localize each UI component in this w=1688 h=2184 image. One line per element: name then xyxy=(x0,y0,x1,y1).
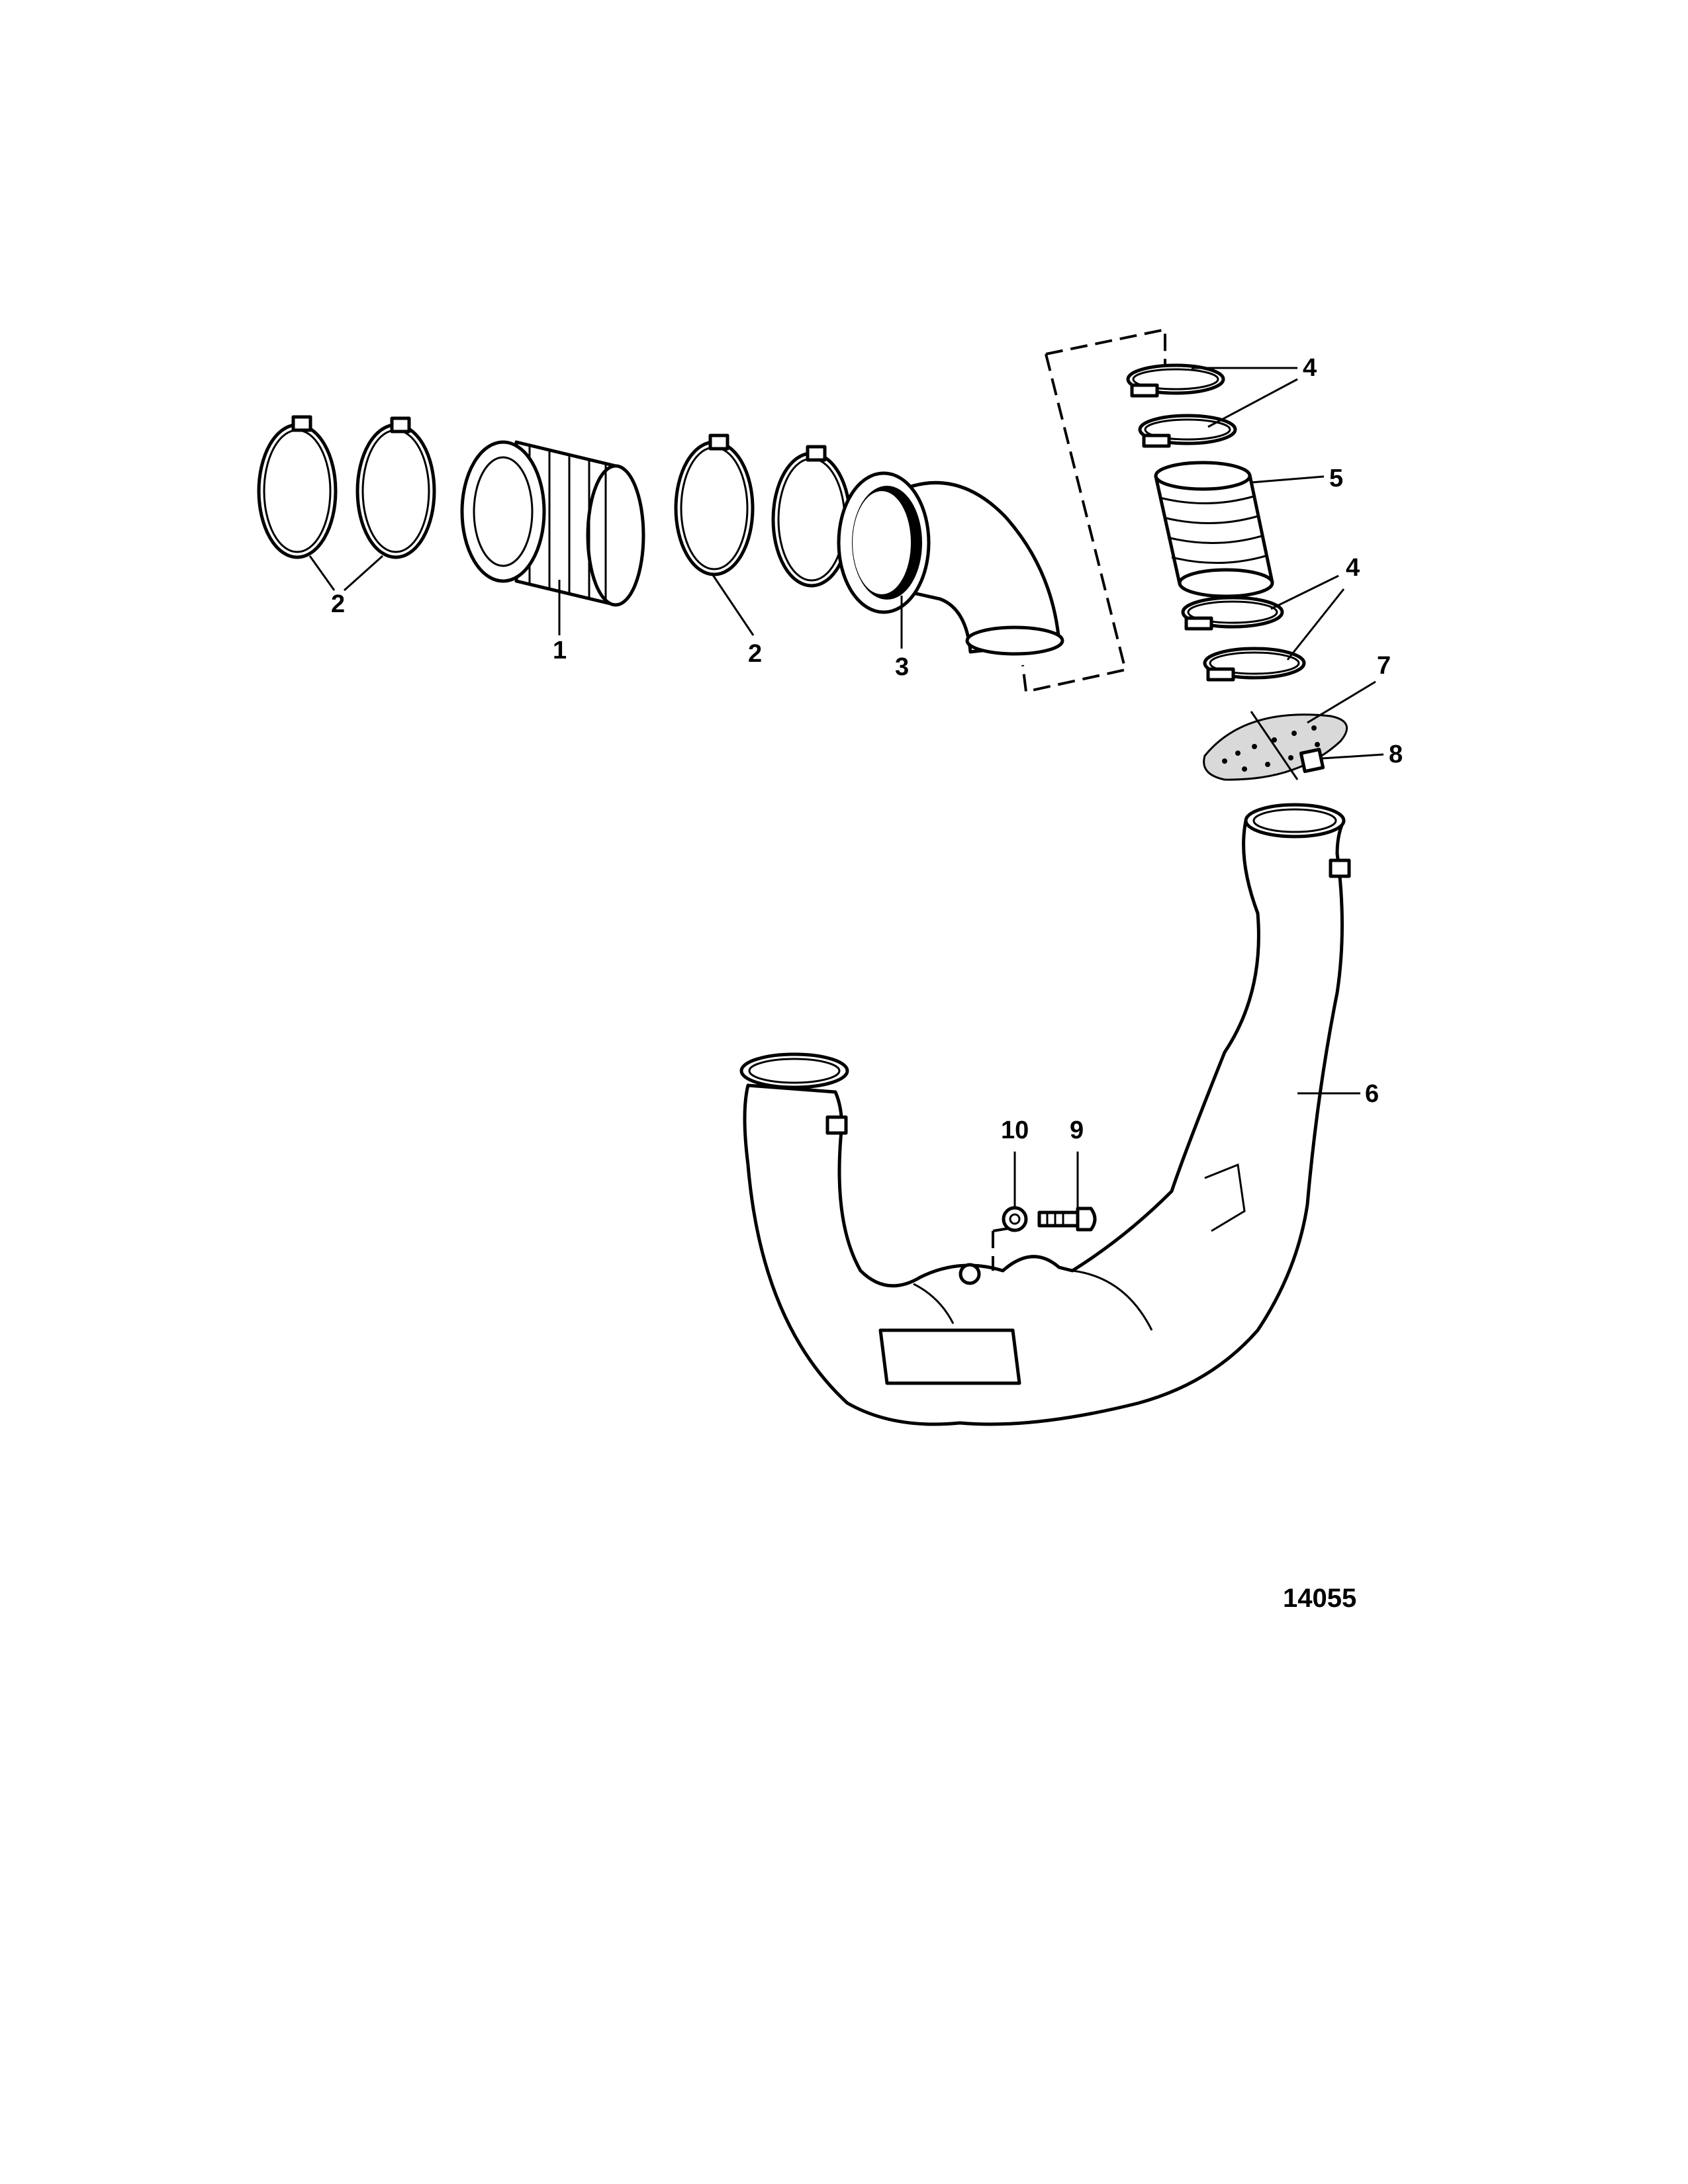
callout-4a: 4 xyxy=(1303,354,1317,382)
leader-lines xyxy=(308,367,1384,1219)
callout-4b: 4 xyxy=(1346,554,1360,582)
figure-number: 14055 xyxy=(1283,1584,1356,1613)
exhaust-y-pipe xyxy=(739,803,1351,1426)
callout-3: 3 xyxy=(895,653,909,681)
callout-10: 10 xyxy=(1001,1116,1029,1144)
callout-1: 1 xyxy=(553,637,567,664)
hose-clamp-1 xyxy=(257,415,338,559)
alternate-parts-bracket xyxy=(1021,328,1166,694)
callout-6: 6 xyxy=(1365,1080,1379,1108)
callout-5: 5 xyxy=(1329,465,1343,492)
callout-8: 8 xyxy=(1389,741,1403,768)
callout-9: 9 xyxy=(1070,1116,1084,1144)
exhaust-elbow xyxy=(837,471,1064,656)
hose-clamp-small-2 xyxy=(1138,414,1237,448)
exhaust-hose xyxy=(1154,461,1274,598)
flapper-retainer xyxy=(1299,747,1325,774)
hose-clamp-small-4 xyxy=(1203,647,1306,682)
hose-clamp-small-3 xyxy=(1181,596,1284,631)
nut xyxy=(1002,1206,1028,1232)
hose-clamp-4 xyxy=(771,445,852,588)
hose-clamp-3 xyxy=(674,433,755,576)
bolt xyxy=(1037,1206,1097,1232)
callout-2a: 2 xyxy=(331,590,345,618)
hose-clamp-small-1 xyxy=(1126,363,1225,398)
flapper-valve xyxy=(1203,711,1348,781)
hose-clamp-2 xyxy=(355,416,436,559)
exhaust-bellows xyxy=(460,440,645,607)
callout-7: 7 xyxy=(1377,652,1391,680)
callout-2b: 2 xyxy=(748,640,762,668)
